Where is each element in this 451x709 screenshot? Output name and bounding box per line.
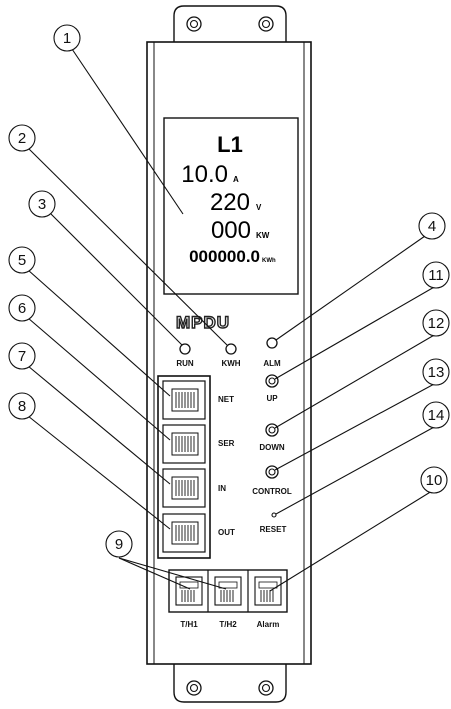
callout-2: 2	[8, 124, 36, 152]
mounting-hole-top-right	[258, 16, 274, 32]
alm-indicator-led	[266, 337, 278, 349]
control-label: CONTROL	[252, 487, 292, 496]
svg-text:8: 8	[18, 398, 26, 415]
callout-11: 11	[422, 261, 450, 289]
run-indicator-led	[179, 343, 191, 355]
down-button[interactable]	[265, 423, 279, 437]
net-port[interactable]	[162, 380, 206, 420]
net-label: NET	[218, 395, 234, 404]
callout-7: 7	[8, 342, 36, 370]
lcd-energy-unit: KWh	[262, 258, 276, 264]
mounting-hole-top-left	[186, 16, 202, 32]
callout-12: 12	[422, 309, 450, 337]
lcd-power-value: 000	[211, 217, 251, 244]
callout-8: 8	[8, 392, 36, 420]
svg-text:12: 12	[428, 315, 445, 332]
callout-3: 3	[28, 190, 56, 218]
svg-text:9: 9	[115, 536, 123, 553]
top-mounting-ear	[173, 5, 287, 42]
leader-line-6	[27, 317, 171, 441]
callout-10: 10	[420, 466, 448, 494]
leader-lines	[27, 48, 437, 592]
alm-label: ALM	[263, 359, 281, 368]
callout-1: 1	[53, 24, 81, 52]
callout-5: 5	[8, 246, 36, 274]
alarm-label: Alarm	[257, 620, 280, 629]
leader-line-1	[71, 48, 184, 215]
th2-label: T/H2	[219, 620, 237, 629]
leader-line-4	[275, 235, 426, 341]
lcd-display: L1 10.0 A 220 V 000 KW 000000.0 KWh	[163, 117, 299, 295]
callout-4: 4	[418, 212, 446, 240]
control-button[interactable]	[265, 465, 279, 479]
callout-9: 9	[105, 530, 133, 558]
leader-line-11	[274, 285, 437, 380]
callout-13: 13	[422, 358, 450, 386]
reset-label: RESET	[260, 525, 287, 534]
svg-text:10: 10	[426, 472, 443, 489]
leader-line-9b	[118, 557, 227, 590]
run-label: RUN	[176, 359, 194, 368]
th1-label: T/H1	[180, 620, 198, 629]
leader-line-13	[274, 382, 437, 471]
leader-line-2	[27, 147, 228, 346]
lcd-current-unit: A	[233, 175, 239, 184]
svg-text:11: 11	[428, 267, 444, 284]
leader-line-5	[27, 269, 171, 397]
svg-text:6: 6	[18, 300, 26, 317]
th2-port[interactable]	[214, 576, 242, 606]
leader-line-3	[50, 213, 183, 346]
reset-pinhole[interactable]	[271, 512, 277, 518]
lcd-current-value: 10.0	[181, 161, 228, 188]
lcd-energy-value: 000000.0	[189, 247, 260, 266]
ser-label: SER	[218, 439, 235, 448]
ser-port[interactable]	[162, 424, 206, 464]
svg-text:5: 5	[18, 252, 26, 269]
svg-text:1: 1	[63, 30, 71, 47]
callout-6: 6	[8, 294, 36, 322]
th1-port[interactable]	[175, 576, 203, 606]
down-label: DOWN	[259, 443, 285, 452]
leader-line-8	[27, 415, 171, 530]
leader-line-9a	[118, 557, 191, 590]
brand-logo: MPDU	[176, 313, 230, 332]
out-port[interactable]	[162, 513, 206, 553]
lcd-power-unit: KW	[256, 231, 270, 240]
alarm-port[interactable]	[254, 576, 282, 606]
mounting-hole-bottom-left	[186, 680, 202, 696]
svg-text:2: 2	[18, 130, 26, 147]
leader-line-7	[27, 365, 171, 485]
up-label: UP	[266, 394, 278, 403]
in-label: IN	[218, 484, 226, 493]
mounting-hole-bottom-right	[258, 680, 274, 696]
svg-text:14: 14	[428, 407, 445, 424]
leader-line-14	[275, 425, 437, 515]
up-button[interactable]	[265, 374, 279, 388]
lcd-voltage-unit: V	[256, 203, 262, 212]
leader-line-10	[269, 490, 433, 592]
bottom-mounting-ear	[173, 664, 287, 703]
svg-text:7: 7	[18, 348, 26, 365]
callout-14: 14	[422, 401, 450, 429]
svg-text:3: 3	[38, 196, 46, 213]
kwh-label: KWH	[221, 359, 240, 368]
lcd-voltage-value: 220	[210, 189, 250, 216]
out-label: OUT	[218, 528, 235, 537]
svg-text:4: 4	[428, 218, 436, 235]
leader-line-12	[274, 333, 437, 429]
lcd-line-label: L1	[217, 132, 243, 157]
in-port[interactable]	[162, 468, 206, 508]
svg-text:13: 13	[428, 364, 445, 381]
kwh-indicator-led	[225, 343, 237, 355]
